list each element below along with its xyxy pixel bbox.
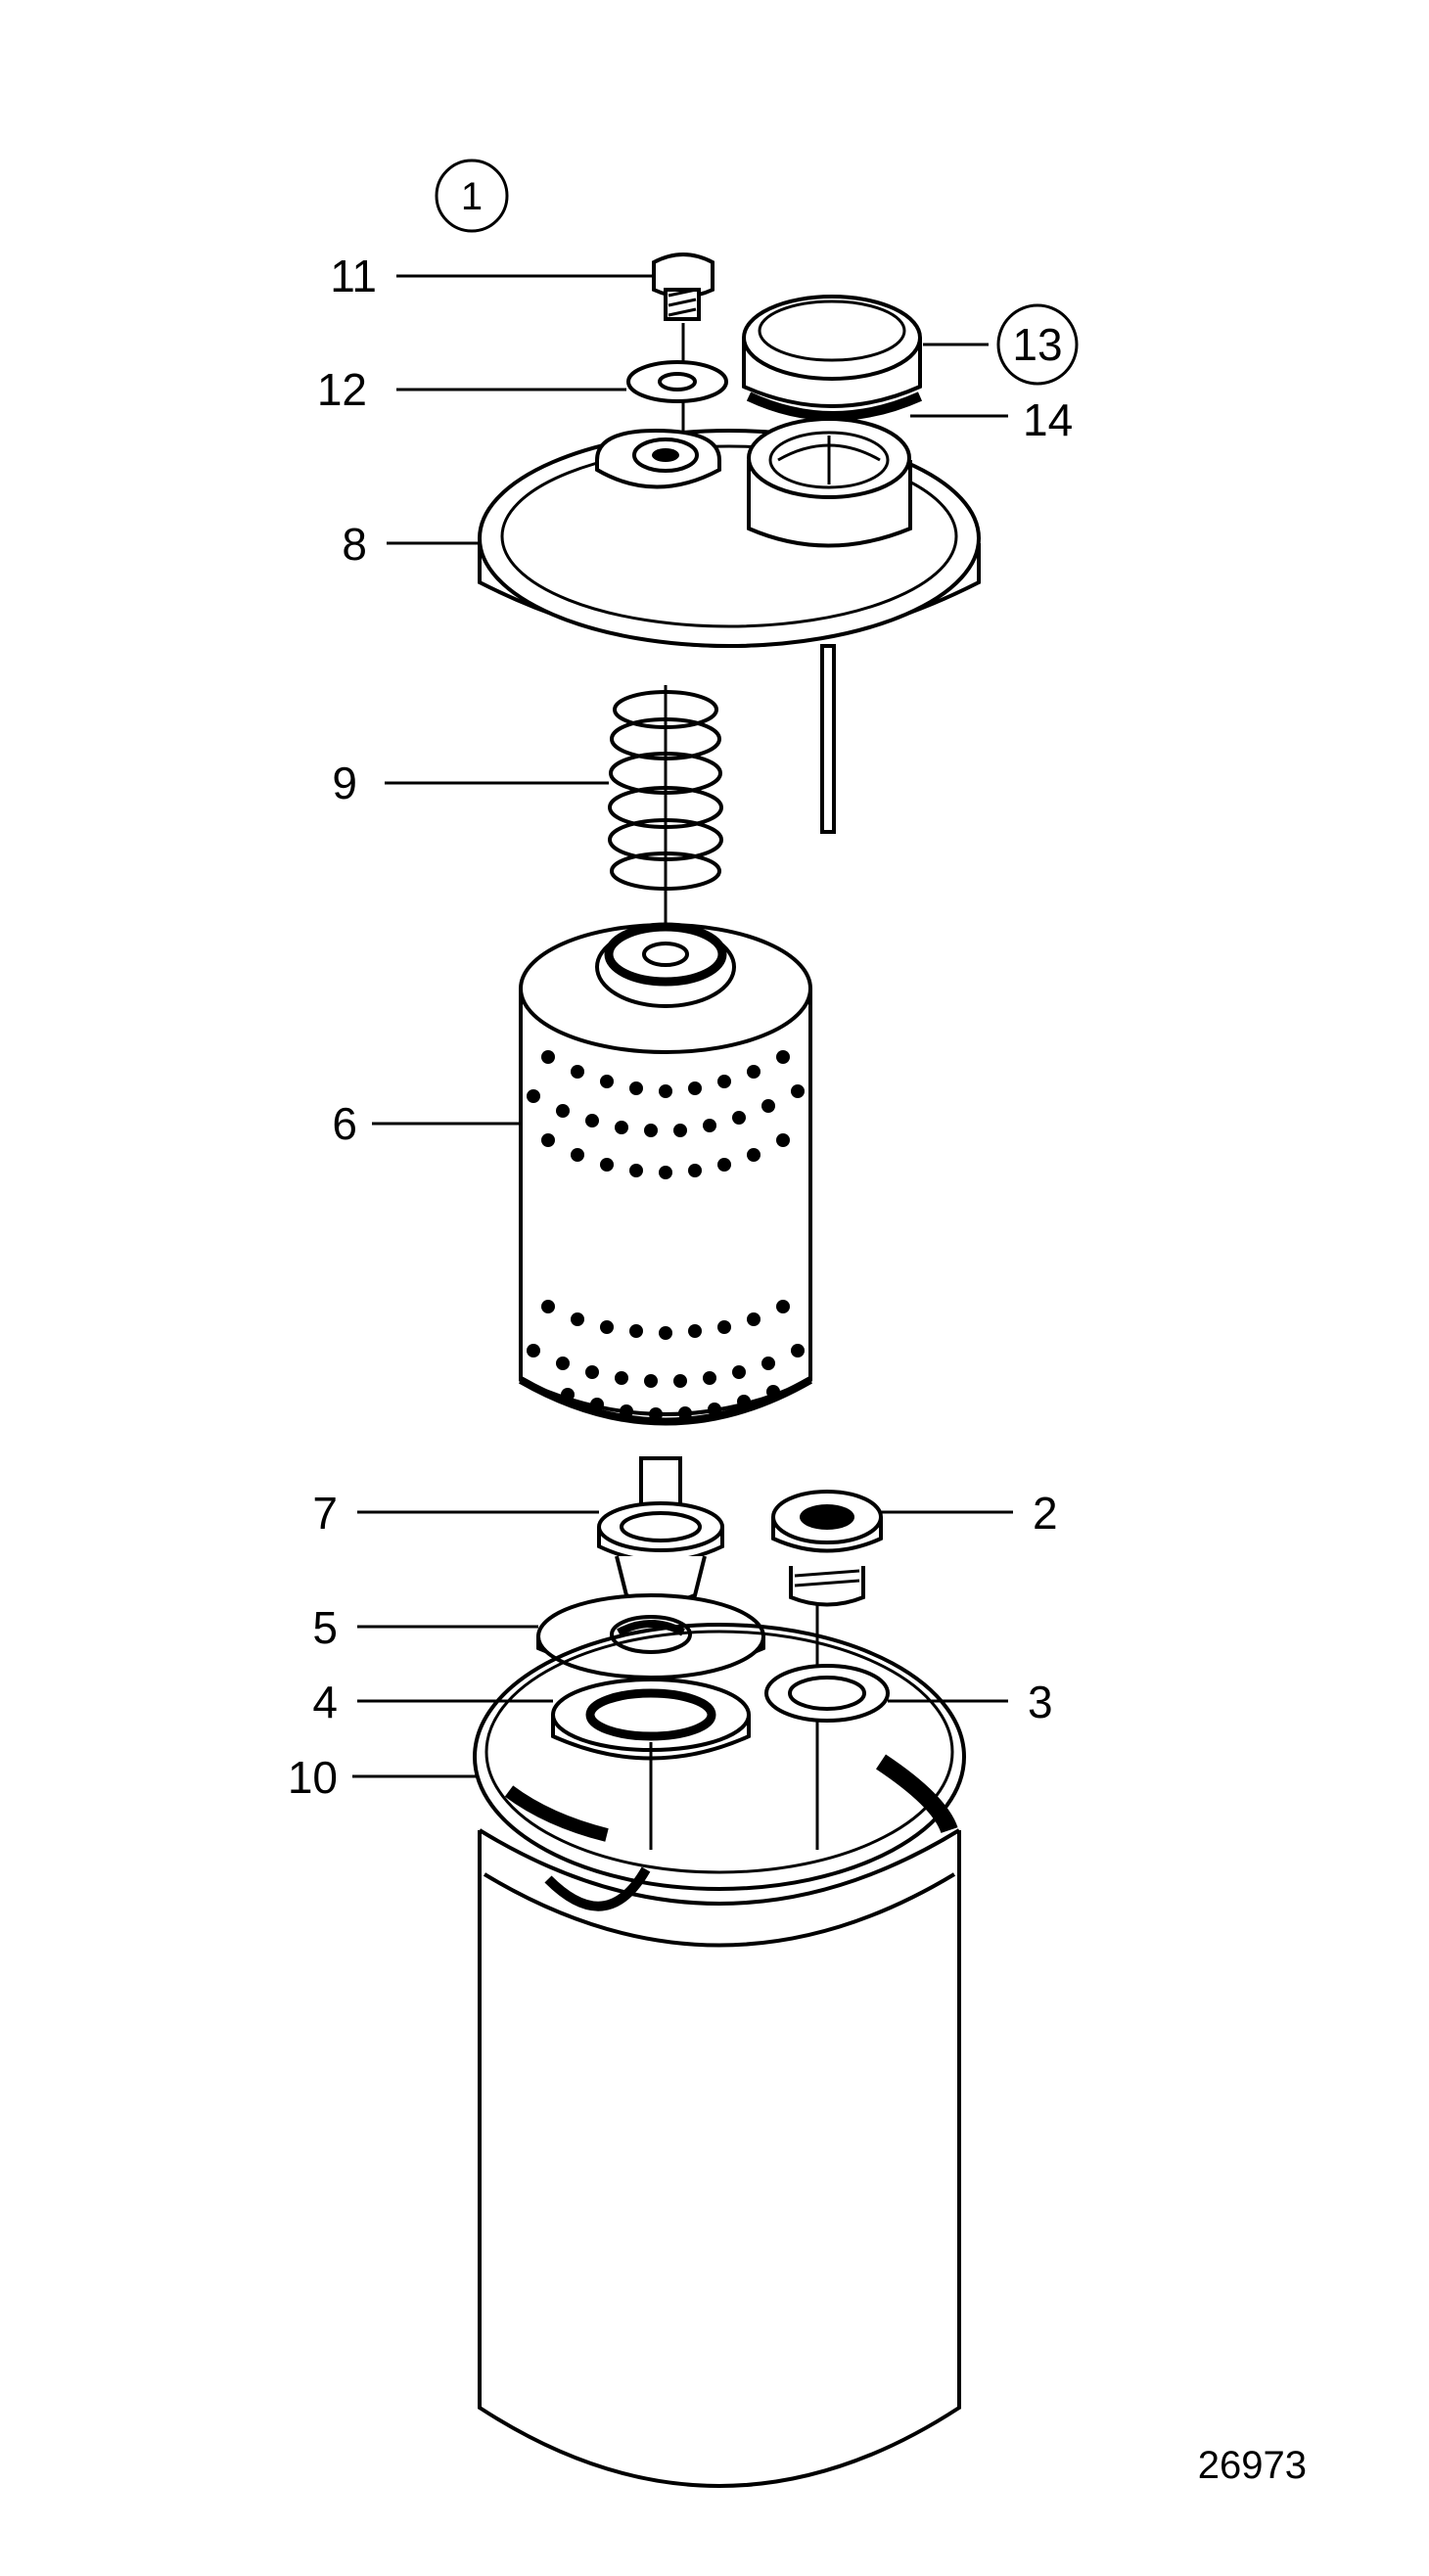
callout-14: 14 bbox=[1023, 394, 1073, 445]
valve-part-7 bbox=[597, 1456, 724, 1605]
bolt-part-11 bbox=[652, 253, 714, 321]
filter-perforations bbox=[527, 1050, 805, 1421]
washer-part-12 bbox=[626, 360, 728, 403]
gasket-part-4 bbox=[551, 1678, 751, 1761]
cap-part-13 bbox=[742, 295, 922, 408]
cover-part-8 bbox=[478, 417, 981, 834]
callout-7: 7 bbox=[312, 1488, 338, 1539]
washer-part-3 bbox=[764, 1664, 890, 1723]
callout-2: 2 bbox=[1033, 1488, 1058, 1539]
plug-part-2 bbox=[771, 1490, 883, 1607]
callout-4: 4 bbox=[312, 1677, 338, 1727]
filter-element-part-6 bbox=[519, 922, 812, 1426]
callout-13-marker: 13 bbox=[996, 303, 1079, 386]
callout-8: 8 bbox=[342, 519, 367, 570]
callout-12: 12 bbox=[317, 364, 367, 415]
seal-ring-part-14 bbox=[746, 391, 923, 421]
view-number-marker: 1 bbox=[435, 159, 509, 233]
sealing-ring-part-10 bbox=[473, 1623, 966, 1891]
callout-9: 9 bbox=[332, 758, 357, 808]
callout-leaders bbox=[352, 274, 1013, 1778]
callout-6: 6 bbox=[332, 1098, 357, 1149]
filter-housing bbox=[478, 1754, 961, 2488]
view-number: 1 bbox=[461, 175, 483, 218]
callout-13: 13 bbox=[1012, 319, 1062, 370]
callout-11: 11 bbox=[330, 251, 377, 301]
callout-10: 10 bbox=[288, 1752, 338, 1803]
figure-number: 26973 bbox=[1198, 2444, 1307, 2487]
callout-labels: 11 12 13 14 8 9 6 7 2 5 4 3 10 bbox=[288, 251, 1079, 1803]
callout-3: 3 bbox=[1028, 1677, 1053, 1727]
callout-5: 5 bbox=[312, 1602, 338, 1653]
